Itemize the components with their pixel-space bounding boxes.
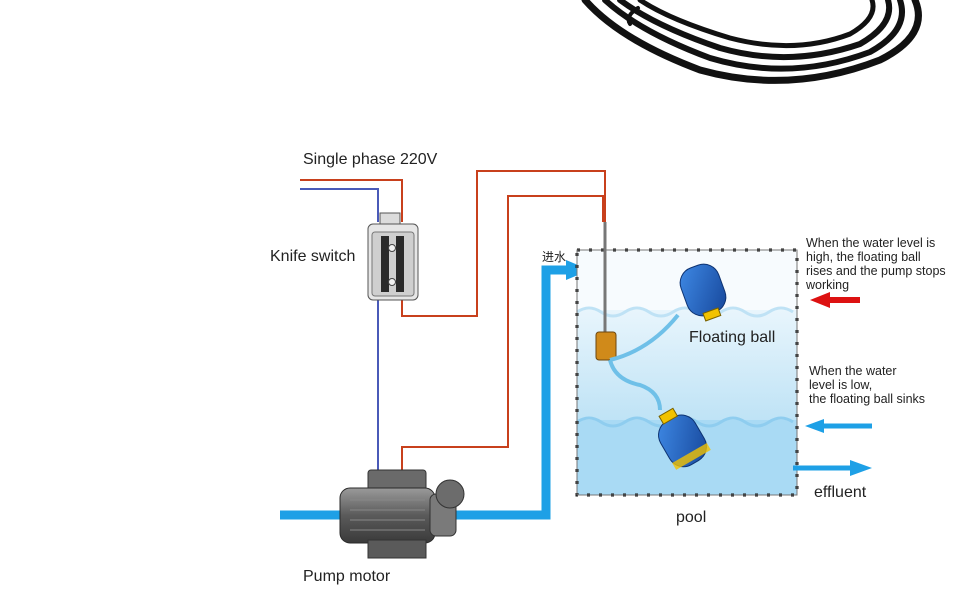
floating-ball-label: Floating ball: [689, 329, 776, 346]
inlet-label: 进水: [542, 250, 567, 264]
effluent-label: effluent: [814, 484, 867, 501]
high-note-line: rises and the pump stops: [806, 264, 946, 278]
pump-motor-icon: [339, 469, 465, 559]
knife-switch-label: Knife switch: [270, 248, 356, 265]
pipes: [280, 265, 570, 520]
float-switch-assembly: [595, 222, 727, 470]
low-note-line: level is low,: [809, 378, 873, 392]
float-ball-icon: [679, 263, 727, 322]
pool-label: pool: [676, 509, 707, 526]
high-note-line: working: [806, 278, 850, 292]
high-note-line: high, the floating ball: [806, 250, 921, 264]
discharge-pipe: [455, 265, 570, 520]
low-level-note: When the water level is low, the floatin…: [809, 364, 959, 406]
cable-coil-icon: [581, 0, 922, 84]
neutral-wire-input: [300, 188, 379, 222]
counterweight: [595, 331, 617, 361]
high-level-note: When the water level is high, the floati…: [806, 236, 966, 292]
float-ball-icon: [658, 407, 711, 470]
high-note-line: When the water level is: [806, 236, 936, 250]
low-level-arrow: [805, 419, 824, 433]
power-label: Single phase 220V: [303, 151, 438, 168]
side-arrows: [793, 292, 872, 476]
live-wire-float-to-pump: [401, 195, 604, 473]
low-note-line: When the water: [809, 364, 897, 378]
live-wire-input: [300, 179, 403, 222]
high-level-arrow: [810, 292, 830, 308]
knife-switch-icon: [367, 212, 419, 301]
effluent-arrow: [850, 460, 872, 476]
power-wires: [300, 170, 606, 473]
pump-motor-label: Pump motor: [303, 568, 391, 585]
live-wire-switch-to-float: [401, 170, 606, 317]
low-note-line: the floating ball sinks: [809, 392, 926, 406]
